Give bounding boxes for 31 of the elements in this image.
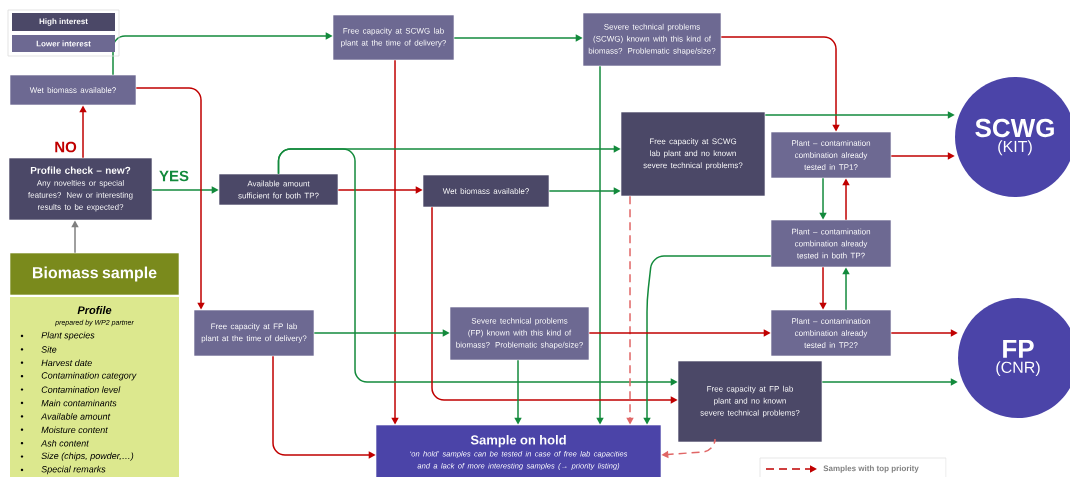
decision-box: Free capacity at FP lab plant at the time of delivery? — [193, 309, 315, 357]
list-item: Contamination category — [41, 372, 137, 381]
list-item: Plant species — [41, 331, 95, 341]
decision-box: Severe technical problems (FP) known with this kind of biomass? Problematic shape/size? — [449, 306, 590, 361]
decision-box: Plant – contamination combination already tested in TP2? — [770, 309, 892, 357]
list-item: Available amount — [40, 413, 111, 420]
legend-label: Lower interest — [36, 40, 91, 47]
decision-box: Plant – contamination combination already tested in TP1? — [770, 131, 892, 179]
profile-heading: Profile — [77, 305, 112, 315]
list-item: Ash content — [40, 439, 90, 447]
list-item: Site — [41, 346, 57, 353]
list-item: Size (chips, powder,…) — [41, 452, 134, 461]
decision-box: Plant – contamination combination already tested in both TP? — [770, 219, 892, 268]
list-item: Contamination level — [41, 386, 121, 393]
decision-box: Free capacity at SCWG lab plant and no known severe technical problems? — [620, 111, 766, 197]
edge-label: NO — [55, 141, 77, 153]
title-box: Biomass sample — [9, 252, 180, 296]
decision-box: Free capacity at FP lab plant and no known severe technical problems? — [677, 360, 823, 443]
decision-box: Wet biomass available? — [9, 74, 137, 106]
list-item: Harvest date — [41, 359, 92, 367]
decision-box: Wet biomass available? — [422, 174, 550, 208]
decision-box: Severe technical problems (SCWG) known with this kind of biomass? Problematic shape/size? — [582, 12, 722, 67]
legend-label: High interest — [39, 18, 88, 26]
list-item: Moisture content — [41, 426, 109, 434]
edge-label: YES — [159, 170, 189, 182]
decision-box: Available amount sufficient for both TP? — [218, 173, 339, 206]
decision-box: Free capacity at SCWG lab plant at the time of delivery? — [332, 14, 455, 61]
legend-label: Samples with top priority — [823, 465, 919, 473]
decision-box: Profile check – new? Any novelties or special features? New or interesting results to be expected? — [8, 157, 153, 221]
list-item: Special remarks — [41, 465, 106, 475]
list-item: Main contaminants — [41, 399, 117, 407]
